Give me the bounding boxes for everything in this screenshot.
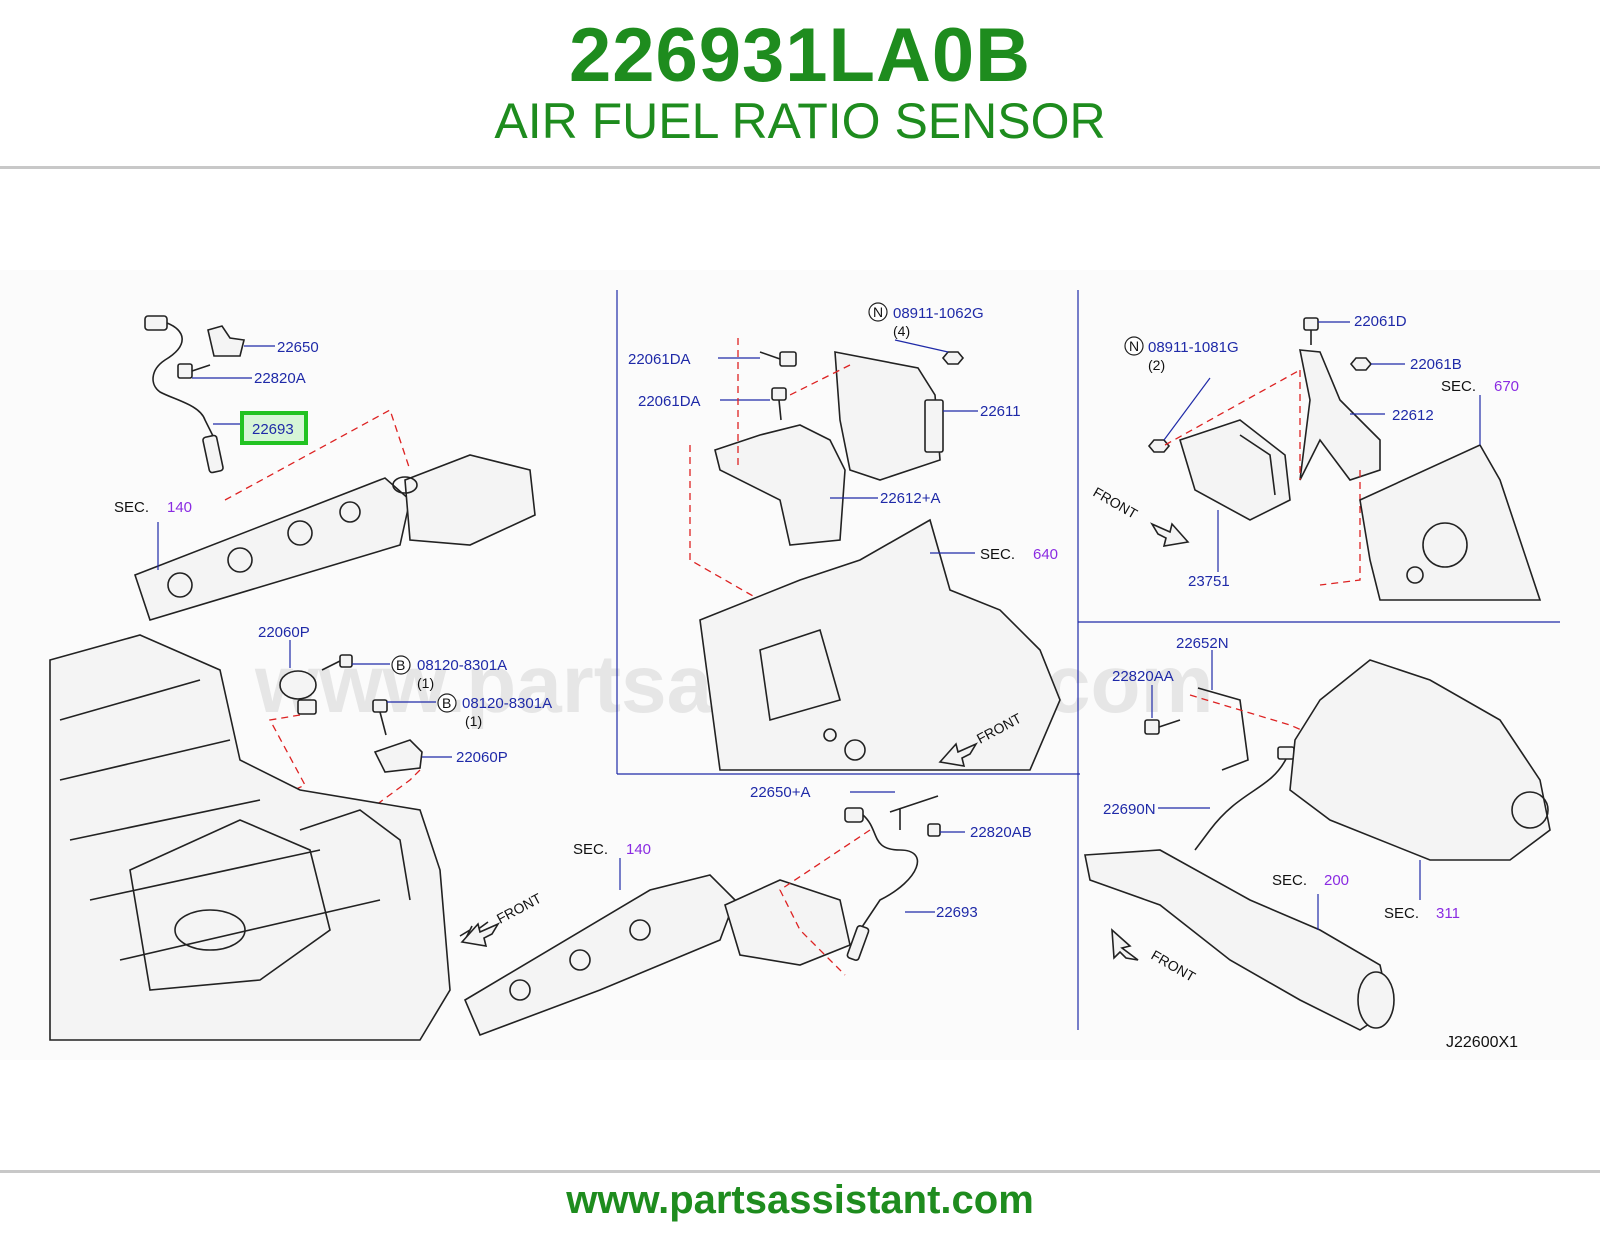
- body-panel-sec-640: [699, 518, 1061, 771]
- knock-sensor-lower: [373, 739, 452, 773]
- label-08120-8301A-lower[interactable]: 08120-8301A: [462, 695, 552, 712]
- nut-22061B: [1349, 357, 1405, 371]
- label-23751[interactable]: 23751: [1188, 573, 1230, 590]
- label-22652N[interactable]: 22652N: [1176, 635, 1229, 652]
- bolt-22061DA-lower: [720, 387, 787, 421]
- bolt-08120-upper: [321, 654, 390, 671]
- module-23751: [1179, 419, 1291, 572]
- air-fuel-ratio-sensor-top: [144, 315, 242, 474]
- bolt-22820AA: [1144, 685, 1181, 735]
- ecm-bracket-22612A: [714, 424, 878, 546]
- label-22693-highlighted[interactable]: 22693: [252, 421, 294, 438]
- sec-number-140-bottom[interactable]: 140: [626, 841, 651, 858]
- label-22061DA-lower[interactable]: 22061DA: [638, 393, 701, 410]
- badge-n-right-text: N: [1129, 338, 1139, 354]
- diagram-code: J22600X1: [1446, 1034, 1518, 1051]
- label-22693-bottom[interactable]: 22693: [936, 904, 978, 921]
- label-08911-1081G[interactable]: 08911-1081G: [1148, 339, 1239, 356]
- label-22611[interactable]: 22611: [980, 403, 1021, 420]
- label-22650A[interactable]: 22650+A: [750, 784, 810, 801]
- callout-dash-module: [1164, 369, 1361, 586]
- qty-08911-1062G: (4): [893, 323, 910, 339]
- sec-label-200: SEC.: [1272, 872, 1307, 889]
- transmission: [1289, 659, 1551, 900]
- air-fuel-ratio-sensor-bottom: [844, 807, 935, 961]
- sec-number-200[interactable]: 200: [1324, 872, 1349, 889]
- qty-08120-upper: (1): [417, 675, 434, 691]
- label-22612A[interactable]: 22612+A: [880, 490, 940, 507]
- label-22060P-lower[interactable]: 22060P: [456, 749, 508, 766]
- badge-b-upper-text: B: [396, 657, 405, 673]
- label-08120-8301A-upper[interactable]: 08120-8301A: [417, 657, 507, 674]
- bolt-08120-lower: [372, 699, 436, 736]
- ecm-22611: [834, 351, 978, 481]
- badge-b-lower: [437, 693, 457, 713]
- bracket-22612: [1299, 349, 1385, 481]
- label-22820AB[interactable]: 22820AB: [970, 824, 1032, 841]
- callout-dash-bottom-sensor: [779, 829, 871, 976]
- page-header: 226931LA0B AIR FUEL RATIO SENSOR: [0, 0, 1600, 170]
- callout-dash-knock: [129, 714, 306, 866]
- bracket-22652N: [1197, 650, 1249, 771]
- part-name-subtitle: AIR FUEL RATIO SENSOR: [494, 93, 1106, 149]
- label-22820AA[interactable]: 22820AA: [1112, 668, 1174, 685]
- exhaust-manifold-top: [134, 454, 536, 621]
- label-08911-1062G[interactable]: 08911-1062G: [893, 305, 984, 322]
- header-divider: [0, 166, 1600, 169]
- sec-label-140-bottom: SEC.: [573, 841, 608, 858]
- bolt-22820AB: [927, 823, 965, 837]
- badge-b-upper: [391, 655, 411, 675]
- bolt-22820A: [177, 363, 252, 379]
- badge-n-upper-text: N: [873, 304, 883, 320]
- sec-number-640[interactable]: 640: [1033, 546, 1058, 563]
- bolt-22061DA-upper: [718, 351, 797, 367]
- sec-number-670[interactable]: 670: [1494, 378, 1519, 395]
- label-22061B[interactable]: 22061B: [1410, 356, 1462, 373]
- label-22650[interactable]: 22650: [277, 339, 319, 356]
- label-22061D[interactable]: 22061D: [1354, 313, 1407, 330]
- bracket-22650: [207, 325, 275, 357]
- footer-website-link[interactable]: www.partsassistant.com: [566, 1178, 1034, 1222]
- label-22820A[interactable]: 22820A: [254, 370, 306, 387]
- qty-08911-1081G: (2): [1148, 357, 1165, 373]
- callout-dash-top-sensor: [224, 409, 411, 501]
- catalytic-converter: [1084, 849, 1395, 1031]
- qty-08120-lower: (1): [465, 713, 482, 729]
- highlight-box-22693: [240, 411, 308, 445]
- knock-sensor-upper: [279, 640, 317, 715]
- footer-divider: [0, 1170, 1600, 1173]
- sec-label-311: SEC.: [1384, 905, 1419, 922]
- exhaust-manifold-bottom: [463, 858, 851, 1037]
- bracket-22650A: [850, 791, 939, 830]
- bolt-22061D: [1303, 317, 1350, 345]
- sec-label-670: SEC.: [1441, 378, 1476, 395]
- label-22060P-upper[interactable]: 22060P: [258, 624, 310, 641]
- nut-08911-1081G: [1147, 377, 1211, 453]
- part-number-title: 226931LA0B: [568, 13, 1032, 98]
- nut-08911-1062G: [894, 339, 965, 365]
- body-panel-sec-670: [1359, 395, 1542, 601]
- badge-b-lower-text: B: [442, 695, 451, 711]
- callout-dash-ecm: [689, 338, 851, 681]
- label-22690N[interactable]: 22690N: [1103, 801, 1156, 818]
- label-22612[interactable]: 22612: [1392, 407, 1434, 424]
- sec-label-140-top: SEC.: [114, 499, 149, 516]
- label-22061DA-upper[interactable]: 22061DA: [628, 351, 691, 368]
- engine-block: [49, 634, 451, 1041]
- sec-number-140-top[interactable]: 140: [167, 499, 192, 516]
- sec-label-640: SEC.: [980, 546, 1015, 563]
- badge-n-right: [1124, 336, 1144, 356]
- sec-number-311[interactable]: 311: [1436, 905, 1460, 922]
- badge-n-upper: [868, 302, 888, 322]
